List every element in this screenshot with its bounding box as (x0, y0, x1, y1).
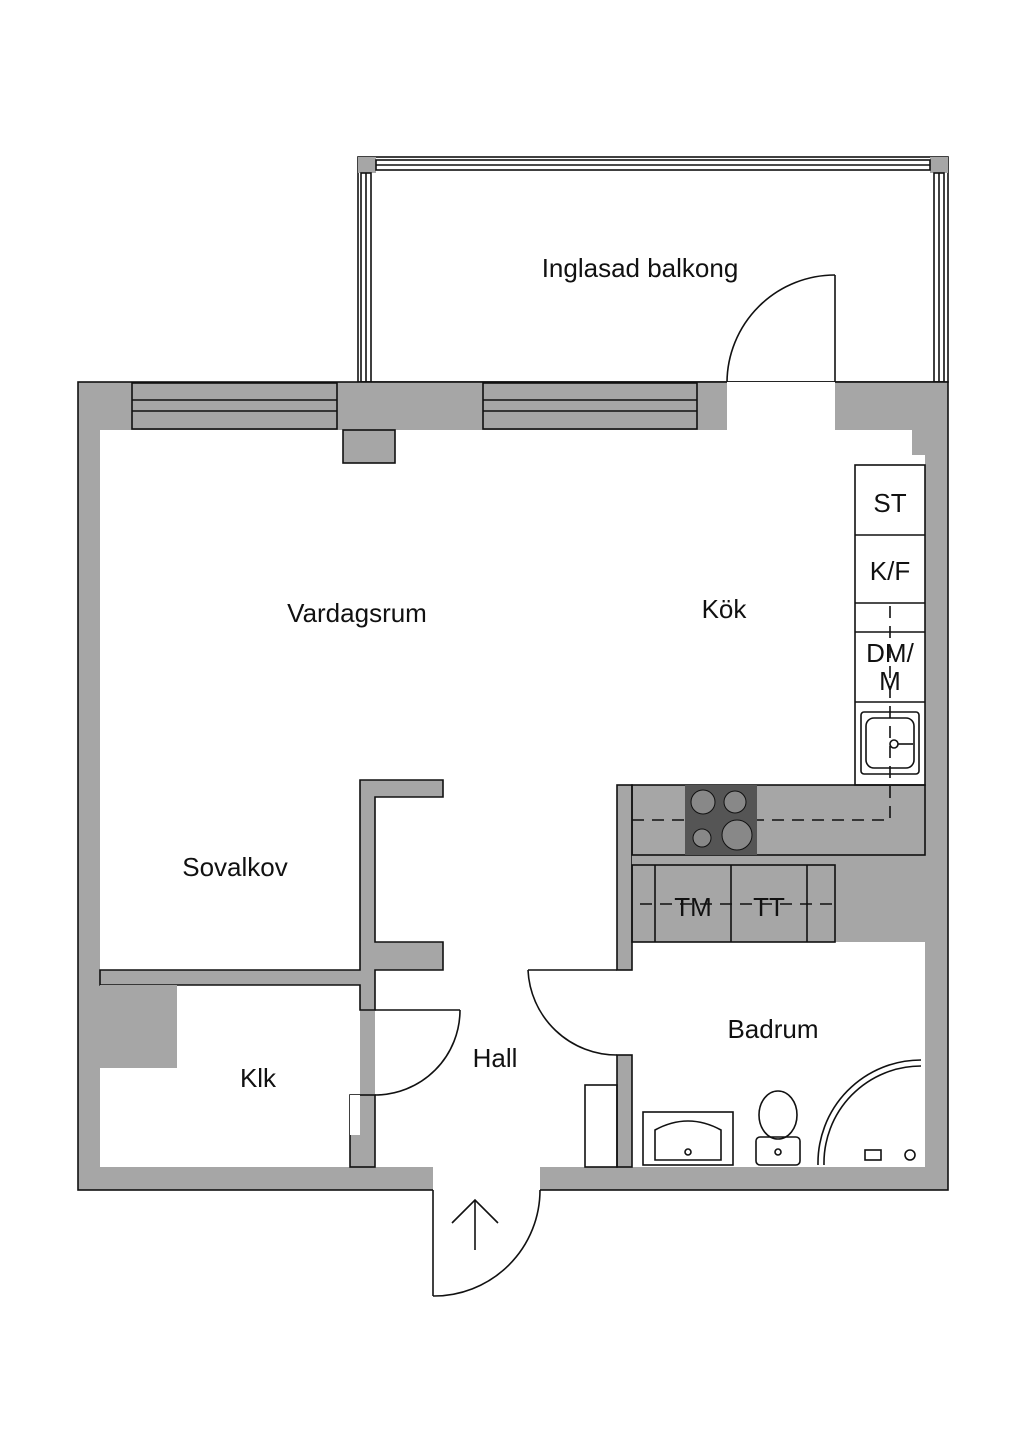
room-label-hall: Hall (473, 1043, 518, 1073)
label-fridge-freezer: K/F (870, 556, 910, 586)
label-storage: ST (873, 488, 906, 518)
shower (817, 1059, 922, 1166)
label-dishwasher: DM/ (866, 638, 914, 668)
closet-door[interactable] (374, 1009, 461, 1096)
interior (99, 382, 925, 1192)
room-label-balcony: Inglasad balkong (542, 253, 739, 283)
laundry-cabinet (631, 864, 836, 943)
room-label-closet: Klk (240, 1063, 277, 1093)
room-label-bathroom: Badrum (727, 1014, 818, 1044)
label-dishwasher-2: M (879, 666, 901, 696)
label-washer: TM (674, 892, 712, 922)
room-label-alcove: Sovalkov (182, 852, 288, 882)
entrance-door[interactable] (432, 1189, 541, 1297)
window (131, 382, 338, 430)
window (482, 382, 698, 430)
label-dryer: TT (753, 892, 785, 922)
balcony-door[interactable] (726, 274, 836, 383)
room-label-living: Vardagsrum (287, 598, 427, 628)
room-label-kitchen: Kök (702, 594, 748, 624)
bathroom-door[interactable] (527, 969, 618, 1056)
toilet (755, 1090, 801, 1166)
entrance-arrow-icon (451, 1198, 499, 1250)
kitchen-sink (860, 711, 920, 775)
hob (685, 785, 757, 855)
bathroom-sink (642, 1111, 734, 1166)
